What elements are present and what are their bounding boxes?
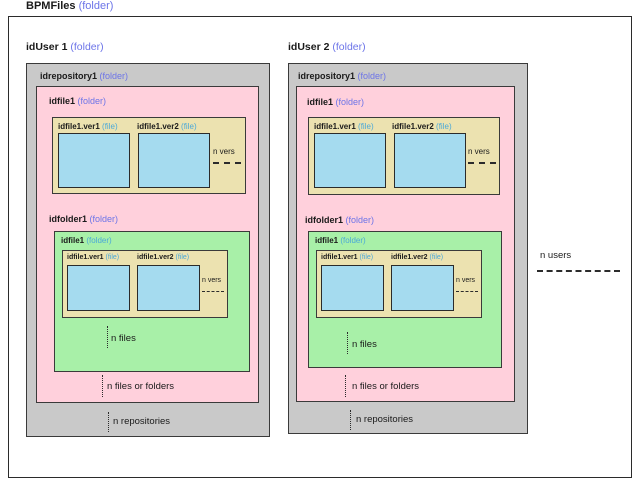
user-1-nested-file-folder-title: idfile1 (folder) <box>61 236 112 245</box>
user-2-file-folder-label: idfile1 <box>307 97 334 107</box>
user-1-vers-annotation: n vers <box>213 147 235 156</box>
user-1-nested-vers-dash <box>202 291 224 292</box>
user-1-files-or-folders-marker <box>102 375 103 397</box>
user-2-nested-version-1-title: idfile1.ver1 (file) <box>321 254 373 261</box>
user-2-nested-file-folder-label: idfile1 <box>315 236 339 245</box>
user-1-nested-version-1-box <box>67 265 130 311</box>
user-2-repositories-annotation: n repositories <box>356 414 414 425</box>
user-1-nested-version-2-kind: (file) <box>175 254 190 261</box>
user-2-kind: (folder) <box>332 41 366 53</box>
root-folder-kind: (folder) <box>78 0 114 12</box>
users-annotation-dash <box>537 270 620 272</box>
user-2-version-2-label: idfile1.ver2 <box>392 122 434 131</box>
user-2-nested-version-2-title: idfile1.ver2 (file) <box>391 254 443 261</box>
user-1-folder-kind: (folder) <box>89 214 119 224</box>
user-2-repository-label: idrepository1 <box>298 71 356 81</box>
user-1-files-annotation: n files <box>111 333 136 344</box>
user-2-nested-vers-annotation: n vers <box>456 277 476 284</box>
user-2-folder-kind: (folder) <box>345 215 375 225</box>
user-1-label: idUser 1 <box>26 41 68 53</box>
user-2-repository-kind: (folder) <box>357 71 387 81</box>
user-1-repository-kind: (folder) <box>99 71 129 81</box>
user-1-repository-label: idrepository1 <box>40 71 98 81</box>
user-1-nested-version-1-label: idfile1.ver1 <box>67 254 104 261</box>
user-2-repositories-marker <box>350 410 351 430</box>
user-2-nested-version-2-kind: (file) <box>429 254 444 261</box>
user-1-version-1-kind: (file) <box>102 122 118 131</box>
user-2-files-or-folders-annotation: n files or folders <box>352 381 420 392</box>
user-1-file-folder-kind: (folder) <box>77 96 107 106</box>
user-1-version-1-box <box>58 133 130 188</box>
user-1-file-folder-label: idfile1 <box>49 96 76 106</box>
users-annotation: n users <box>540 250 572 261</box>
user-1-nested-file-folder-kind: (folder) <box>86 236 112 245</box>
user-2-title: idUser 2 (folder) <box>288 41 366 53</box>
user-2-files-marker <box>347 332 348 354</box>
user-2-version-2-title: idfile1.ver2 (file) <box>392 122 452 131</box>
user-2-version-2-kind: (file) <box>436 122 452 131</box>
user-2-files-or-folders-marker <box>345 375 346 397</box>
user-2-nested-file-folder-kind: (folder) <box>340 236 366 245</box>
user-1-files-marker <box>107 326 108 348</box>
user-2-version-1-box <box>314 133 386 188</box>
user-1-version-2-box <box>138 133 210 188</box>
root-folder-name: BPMFiles <box>26 0 76 12</box>
user-1-nested-vers-annotation: n vers <box>202 277 222 284</box>
user-2-version-1-kind: (file) <box>358 122 374 131</box>
user-2-files-annotation: n files <box>352 339 377 350</box>
user-1-version-2-title: idfile1.ver2 (file) <box>137 122 197 131</box>
user-1-nested-version-1-title: idfile1.ver1 (file) <box>67 254 119 261</box>
user-1-repositories-annotation: n repositories <box>113 416 171 427</box>
user-2-file-folder-title: idfile1 (folder) <box>307 97 364 107</box>
user-1-nested-version-1-kind: (file) <box>105 254 120 261</box>
user-2-vers-annotation: n vers <box>468 147 490 156</box>
user-2-vers-dash <box>468 162 496 164</box>
user-1-version-1-label: idfile1.ver1 <box>58 122 100 131</box>
user-2-nested-vers-dash <box>456 291 478 292</box>
user-1-title: idUser 1 (folder) <box>26 41 104 53</box>
user-2-nested-version-1-label: idfile1.ver1 <box>321 254 358 261</box>
user-2-repository-title: idrepository1 (folder) <box>298 71 386 81</box>
user-2-version-1-title: idfile1.ver1 (file) <box>314 122 374 131</box>
user-1-kind: (folder) <box>70 41 104 53</box>
user-1-version-2-kind: (file) <box>181 122 197 131</box>
user-1-files-or-folders-annotation: n files or folders <box>107 381 175 392</box>
user-1-folder-title: idfolder1 (folder) <box>49 214 118 224</box>
user-1-nested-version-2-box <box>137 265 200 311</box>
user-2-nested-version-1-kind: (file) <box>359 254 374 261</box>
user-2-file-folder-kind: (folder) <box>335 97 365 107</box>
user-2-version-1-label: idfile1.ver1 <box>314 122 356 131</box>
user-1-folder-label: idfolder1 <box>49 214 88 224</box>
user-1-version-1-title: idfile1.ver1 (file) <box>58 122 118 131</box>
user-1-nested-version-2-label: idfile1.ver2 <box>137 254 174 261</box>
user-1-version-2-label: idfile1.ver2 <box>137 122 179 131</box>
user-1-vers-dash <box>213 162 241 164</box>
user-1-nested-version-2-title: idfile1.ver2 (file) <box>137 254 189 261</box>
user-1-nested-file-folder-label: idfile1 <box>61 236 85 245</box>
user-2-label: idUser 2 <box>288 41 330 53</box>
root-folder-title: BPMFiles (folder) <box>26 0 113 12</box>
user-2-nested-version-1-box <box>321 265 384 311</box>
user-2-folder-label: idfolder1 <box>305 215 344 225</box>
user-2-nested-file-folder-title: idfile1 (folder) <box>315 236 366 245</box>
user-1-repositories-marker <box>108 412 109 432</box>
user-2-nested-version-2-box <box>391 265 454 311</box>
user-1-file-folder-title: idfile1 (folder) <box>49 96 106 106</box>
user-2-folder-title: idfolder1 (folder) <box>305 215 374 225</box>
user-2-version-2-box <box>394 133 466 188</box>
user-1-repository-title: idrepository1 (folder) <box>40 71 128 81</box>
user-2-nested-version-2-label: idfile1.ver2 <box>391 254 428 261</box>
